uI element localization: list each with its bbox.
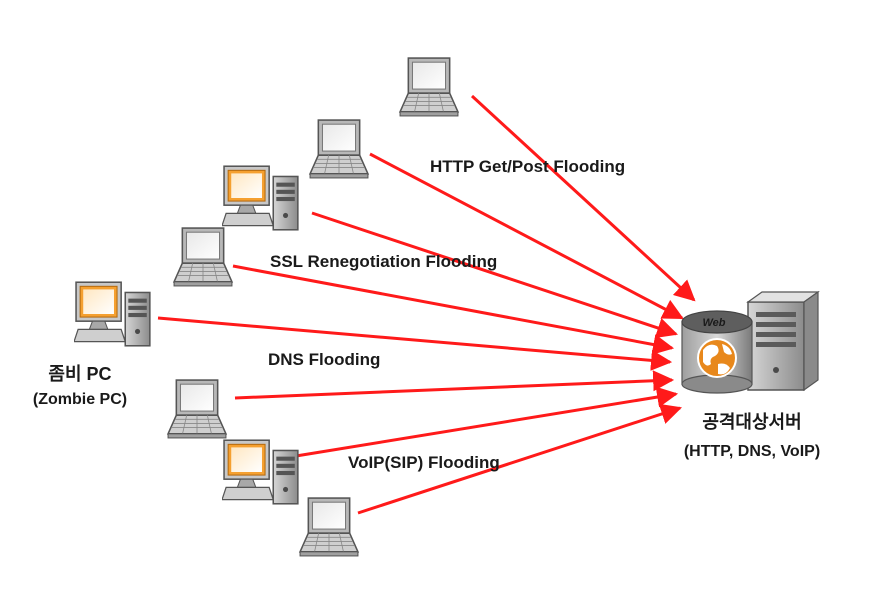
attack-label-ssl: SSL Renegotiation Flooding	[270, 252, 497, 271]
attack-arrow	[311, 211, 678, 339]
laptop-icon	[399, 57, 459, 117]
attack-arrow	[232, 264, 675, 355]
desktop-pc-icon	[222, 165, 299, 231]
web-server-icon: Web	[681, 290, 820, 394]
laptop-icon	[299, 497, 359, 557]
laptop-icon	[167, 379, 227, 439]
server-badge: Web	[702, 317, 725, 329]
attack-label-voip: VoIP(SIP) Flooding	[348, 453, 500, 472]
attack-arrow	[369, 152, 684, 320]
attack-arrow	[234, 370, 675, 400]
attack-arrow	[357, 403, 682, 515]
zombie-pc-label: 좀비 PC (Zombie PC)	[33, 364, 127, 408]
attack-label-dns: DNS Flooding	[268, 350, 380, 369]
laptop-icon	[309, 119, 369, 179]
attack-arrow	[470, 94, 696, 302]
globe-icon	[697, 338, 737, 378]
zombie-machines	[74, 57, 459, 557]
attack-arrows	[157, 94, 696, 515]
attack-labels: HTTP Get/Post Flooding SSL Renegotiation…	[268, 157, 625, 472]
attack-arrow	[157, 316, 673, 371]
target-sublabel: (HTTP, DNS, VoIP)	[684, 443, 820, 460]
attack-arrow	[295, 386, 679, 458]
laptop-icon	[173, 227, 233, 287]
zombie-label: 좀비 PC	[48, 364, 111, 384]
target-server-label: 공격대상서버 (HTTP, DNS, VoIP)	[684, 412, 820, 460]
desktop-pc-icon	[74, 281, 151, 347]
attack-label-http: HTTP Get/Post Flooding	[430, 157, 625, 176]
zombie-sublabel: (Zombie PC)	[33, 391, 127, 408]
target-label: 공격대상서버	[702, 412, 801, 432]
desktop-pc-icon	[222, 439, 299, 505]
